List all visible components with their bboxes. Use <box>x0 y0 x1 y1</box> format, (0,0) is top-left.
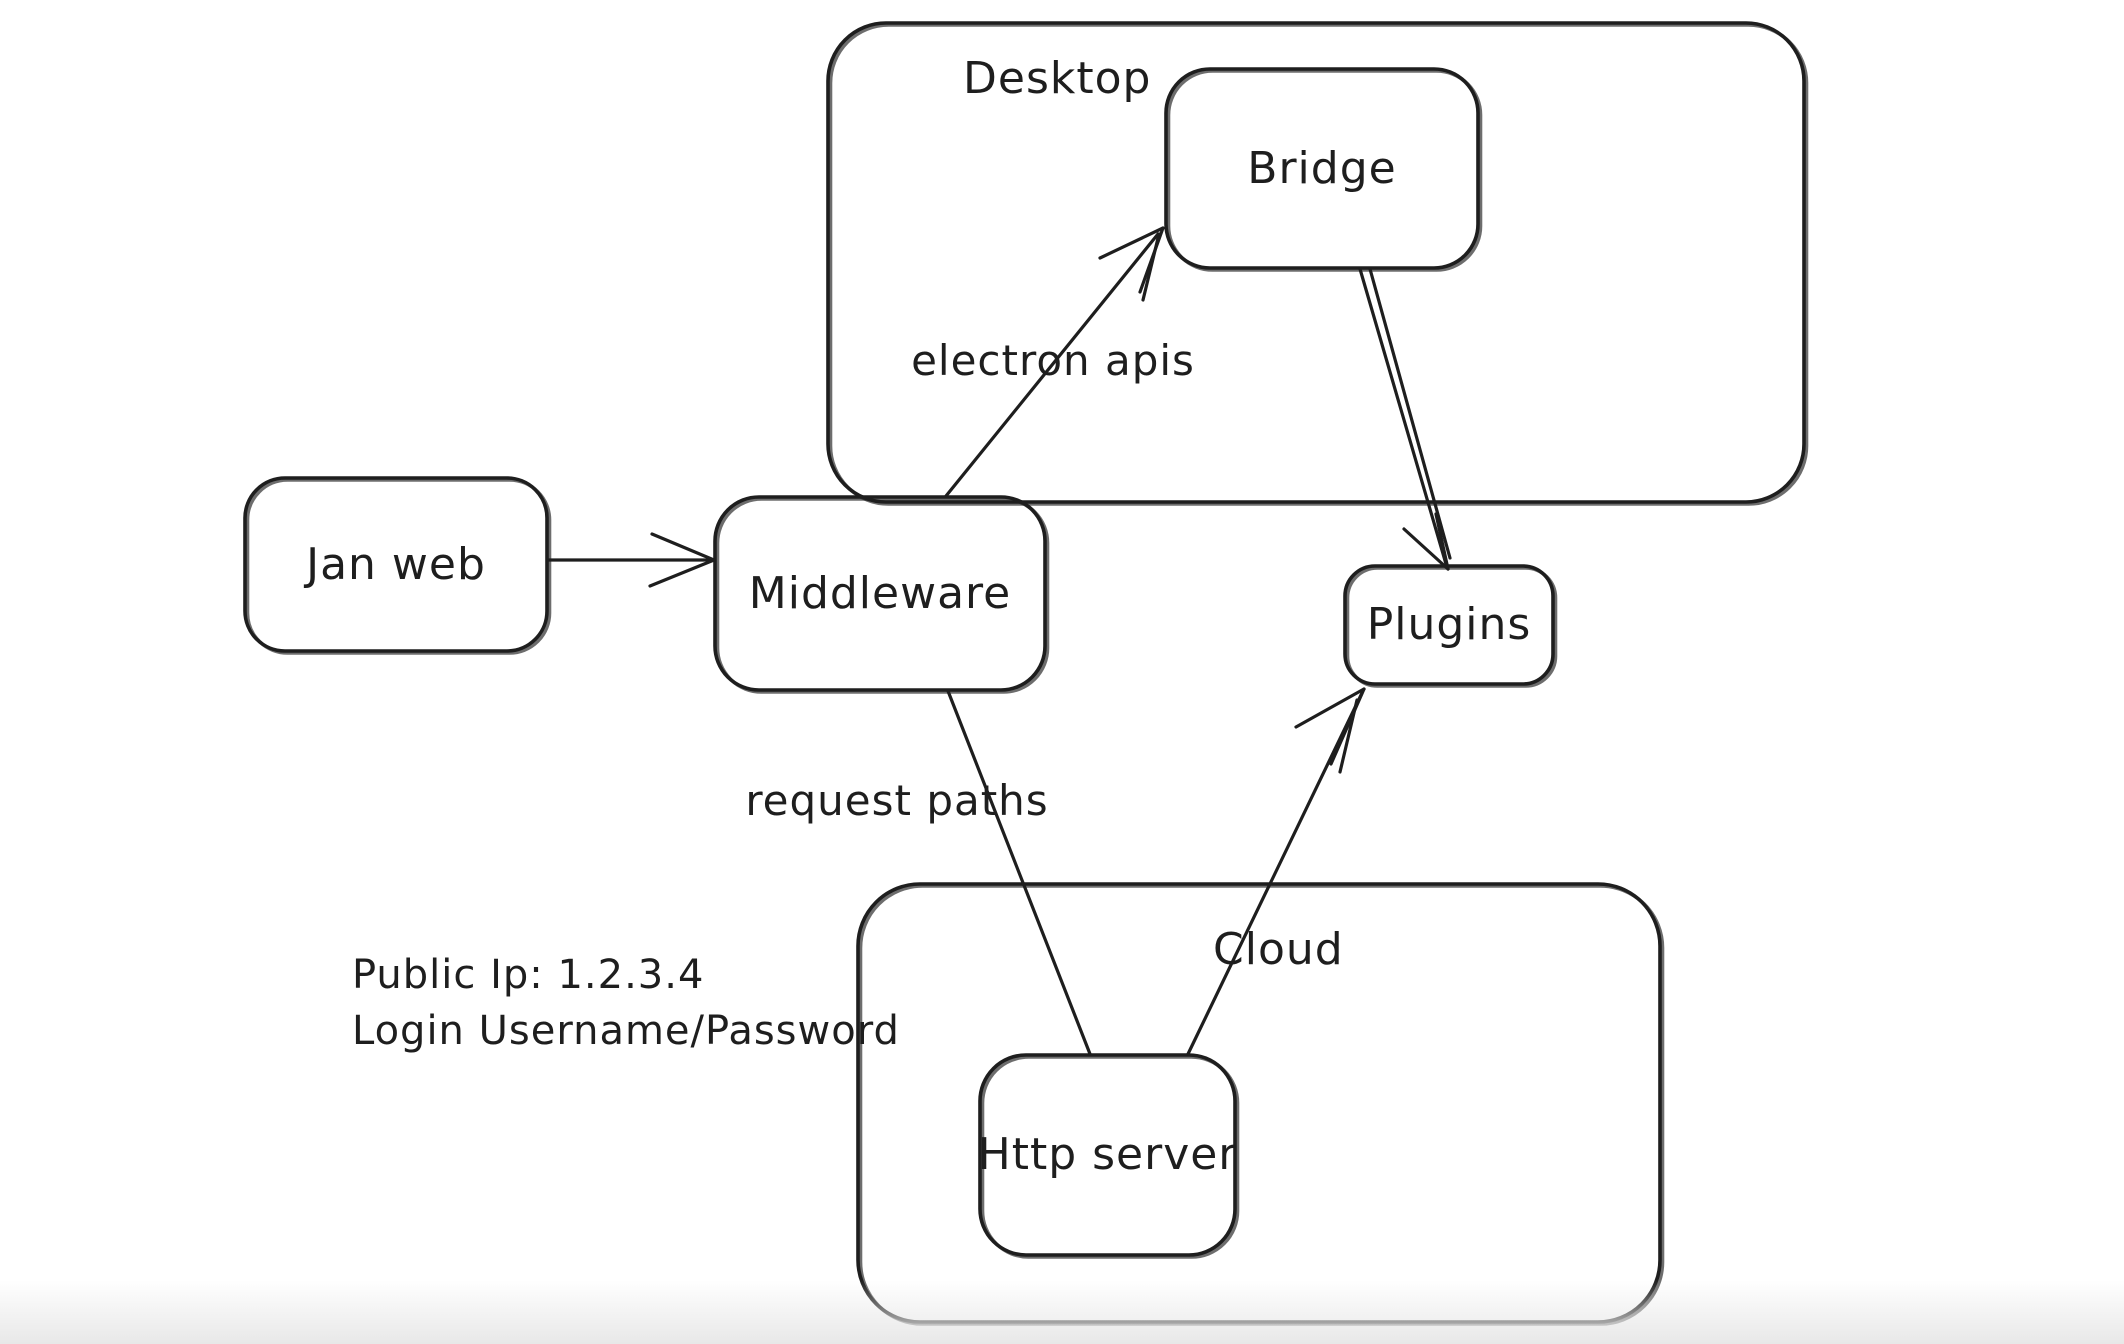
shape-bridge[interactable] <box>1164 67 1483 272</box>
shape-http-server[interactable] <box>978 1053 1240 1259</box>
annotation-login[interactable]: Login Username/Password <box>352 1008 900 1054</box>
shape-plugins[interactable] <box>1343 564 1558 688</box>
edge-label-electron-apis[interactable]: electron apis <box>911 335 1195 385</box>
label-bridge[interactable]: Bridge <box>1247 142 1397 194</box>
label-cloud[interactable]: Cloud <box>1213 923 1344 975</box>
shape-middleware[interactable] <box>713 495 1050 694</box>
label-jan-web[interactable]: Jan web <box>306 538 486 590</box>
annotation-public-ip[interactable]: Public Ip: 1.2.3.4 <box>352 952 705 998</box>
edge-jan-web-to-middleware[interactable] <box>546 532 716 588</box>
shape-jan-web[interactable] <box>243 476 552 655</box>
label-middleware[interactable]: Middleware <box>748 567 1012 619</box>
edge-bridge-to-plugins[interactable] <box>1358 267 1452 571</box>
edge-middleware-to-bridge[interactable] <box>944 226 1165 498</box>
edge-label-request-paths[interactable]: request paths <box>745 775 1049 825</box>
shape-desktop[interactable] <box>826 21 1809 506</box>
edge-http-server-to-plugins[interactable] <box>1186 687 1366 1056</box>
label-http-server[interactable]: Http server <box>977 1128 1238 1180</box>
edge-middleware-to-http-server[interactable] <box>946 689 1092 1056</box>
label-desktop[interactable]: Desktop <box>963 52 1152 104</box>
label-plugins[interactable]: Plugins <box>1366 598 1532 650</box>
